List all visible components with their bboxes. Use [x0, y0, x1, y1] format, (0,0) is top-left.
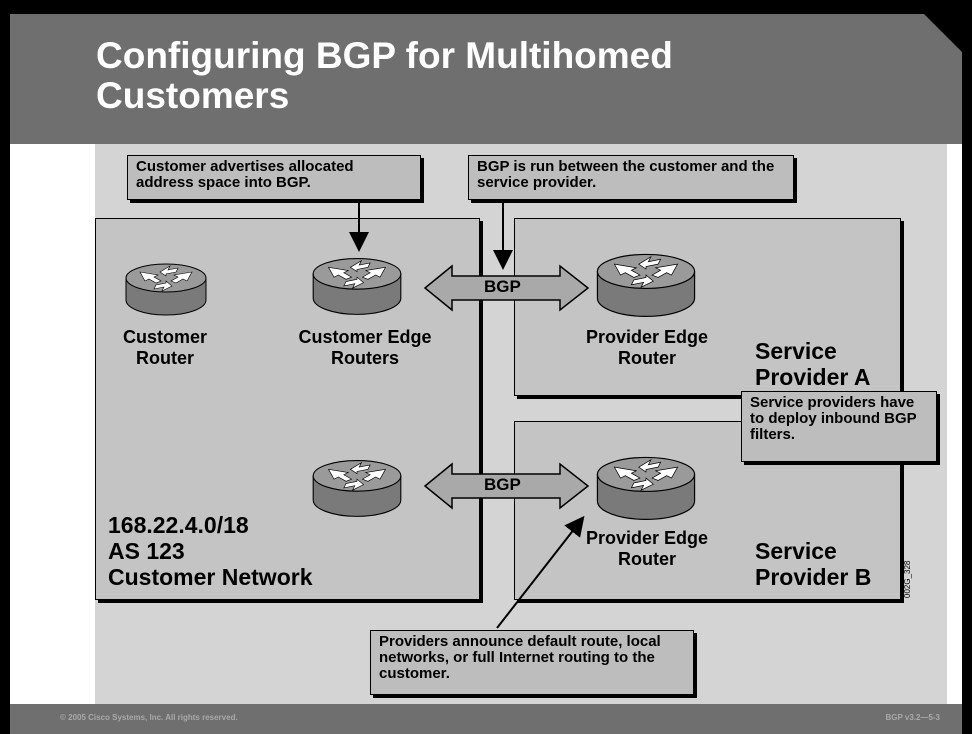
- provider-b-edge-label: Provider Edge Router: [585, 528, 709, 569]
- footer-bar: © 2005 Cisco Systems, Inc. All rights re…: [10, 704, 962, 734]
- provider-a-name: Service Provider A: [755, 338, 871, 390]
- bgp-link-bottom: [423, 462, 590, 510]
- router-icon: [596, 253, 696, 317]
- corner-triangle: [924, 14, 962, 52]
- provider-b-name: Service Provider B: [755, 538, 872, 590]
- provider-a-panel: [514, 218, 901, 396]
- customer-prefix: 168.22.4.0/18: [108, 512, 249, 538]
- provider-a-edge-label: Provider Edge Router: [585, 327, 709, 368]
- router-icon: [125, 263, 207, 316]
- bgp-link-label: BGP: [484, 277, 521, 296]
- customer-as: AS 123: [108, 538, 185, 564]
- footer-course: BGP v3.2—5-3: [885, 713, 940, 722]
- customer-network-label: Customer Network: [108, 564, 313, 590]
- frame-right: [962, 0, 972, 734]
- title-bar: [10, 14, 962, 144]
- callout-filters: Service providers have to deploy inbound…: [741, 391, 937, 462]
- callout-arrow: [496, 515, 585, 629]
- bgp-link-label: BGP: [484, 475, 521, 494]
- router-icon: [312, 459, 402, 517]
- customer-edge-label: Customer Edge Routers: [298, 327, 432, 368]
- callout-customer-advertises: Customer advertises allocated address sp…: [127, 155, 421, 200]
- router-icon: [312, 257, 402, 315]
- frame-top: [0, 0, 972, 14]
- slide-title: Configuring BGP for Multihomed Customers: [96, 35, 673, 116]
- figure-id: 002G_328: [903, 560, 912, 598]
- router-icon: [596, 456, 696, 520]
- callout-providers-announce: Providers announce default route, local …: [370, 630, 694, 695]
- callout-bgp-run: BGP is run between the customer and the …: [468, 155, 794, 200]
- customer-router-label: Customer Router: [122, 327, 207, 368]
- bgp-link-top: [423, 264, 590, 312]
- footer-copyright: © 2005 Cisco Systems, Inc. All rights re…: [60, 713, 238, 722]
- frame-left: [0, 0, 10, 734]
